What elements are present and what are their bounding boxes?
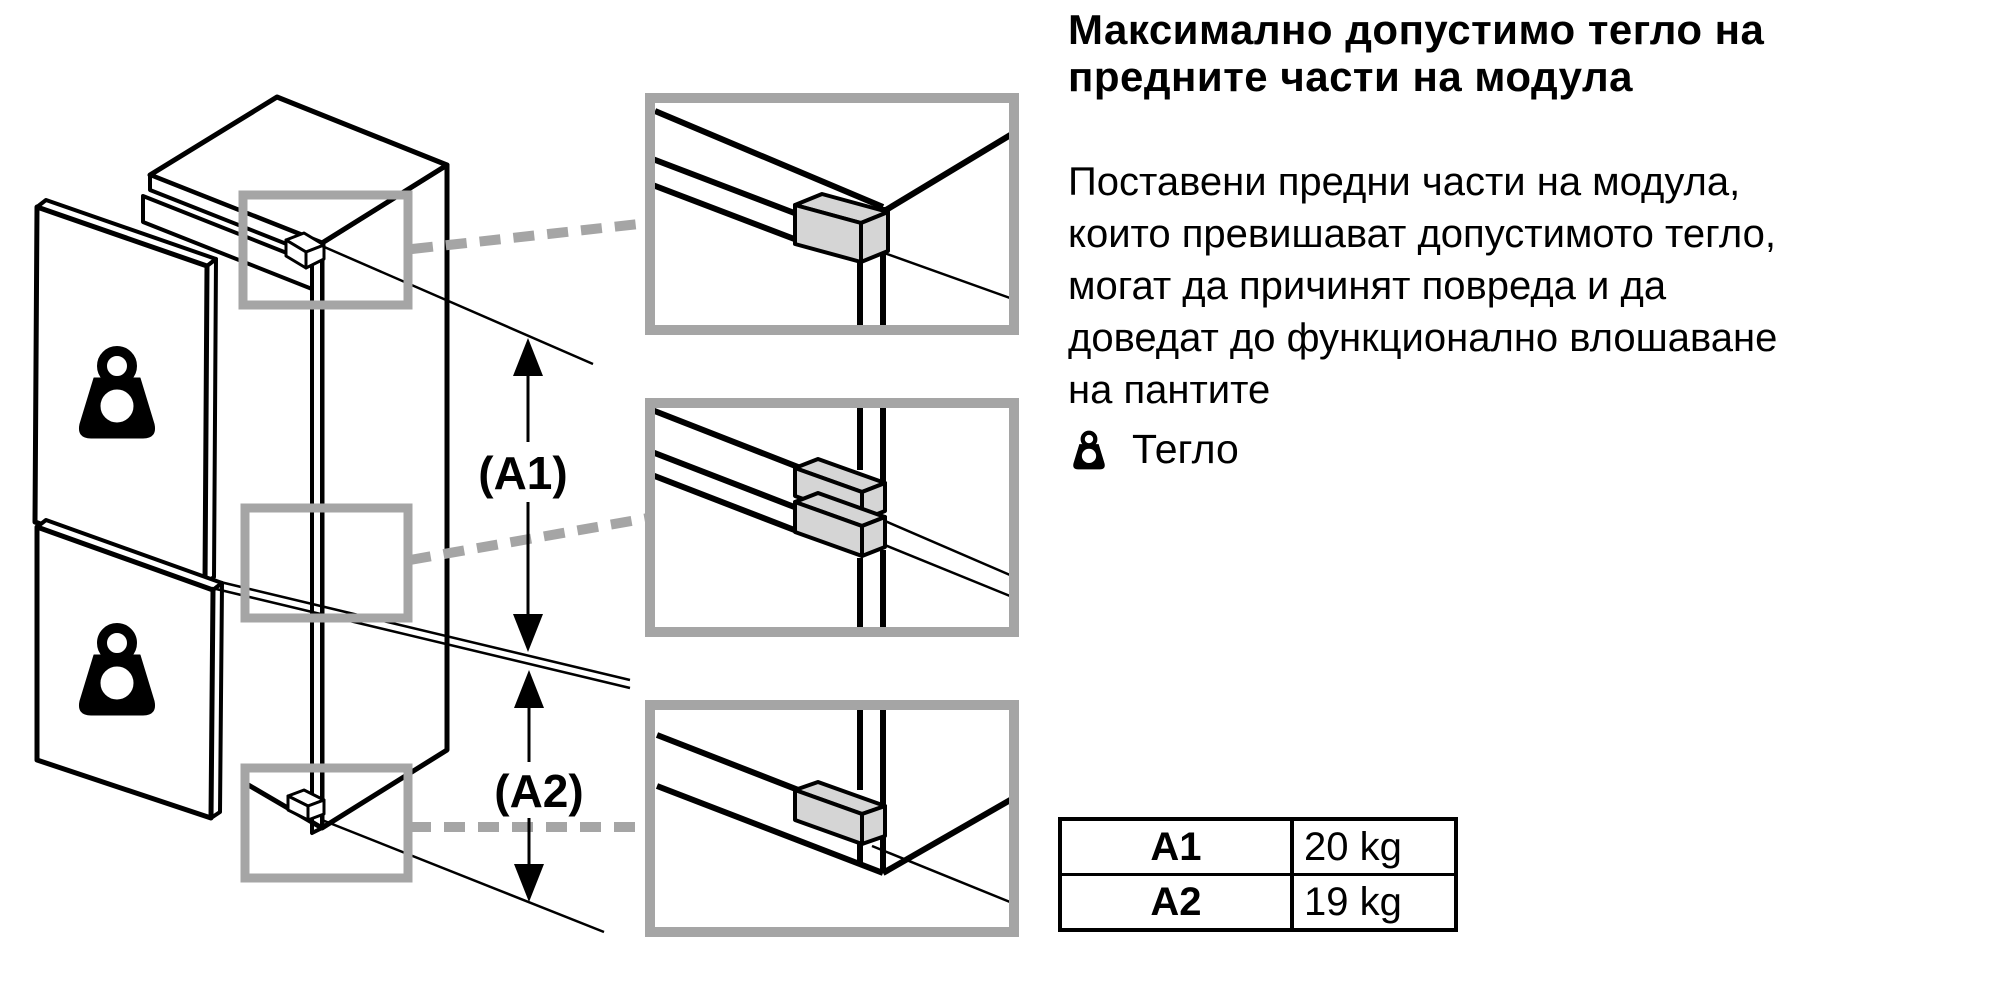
callout-frame-middle <box>240 503 413 623</box>
callout-frames <box>238 190 413 883</box>
upper-door-panel <box>32 198 218 586</box>
callout-frame-bottom <box>240 763 413 883</box>
page-title-line: Максимално допустимо тегло на <box>1068 6 1765 53</box>
detail-view-top-hinge <box>645 93 1019 335</box>
body-line: могат да причинят повреда и да <box>1068 264 1667 308</box>
table-cell-key: A1 <box>1062 821 1294 873</box>
weight-table: A1 20 kg A2 19 kg <box>1058 817 1458 932</box>
table-cell-key: A2 <box>1062 876 1294 928</box>
hinge-block <box>793 192 890 264</box>
detail-view-middle-hinge <box>645 398 1019 637</box>
body-line: на пантите <box>1068 368 1271 412</box>
page-title: Максимално допустимо тегло на предните ч… <box>1068 6 1764 100</box>
dashed-connector-top <box>411 218 649 254</box>
body-line: доведат до функционално влошаване <box>1068 316 1778 360</box>
table-row: A2 19 kg <box>1062 876 1454 928</box>
lower-door-panel <box>34 518 224 821</box>
body-paragraph: Поставени предни части на модула, които … <box>1068 156 1777 416</box>
callout-frame-top <box>238 190 413 310</box>
bottom-hinge-block <box>286 788 326 822</box>
cabinet-corner-post <box>310 256 324 835</box>
dimension-arrow-a2 <box>514 670 544 902</box>
table-cell-value: 19 kg <box>1304 879 1402 924</box>
table-cell-value: 20 kg <box>1304 824 1402 869</box>
dimension-label-a1: (A1) <box>458 446 588 500</box>
detail-view-bottom-hinge <box>645 700 1019 937</box>
table-row: A1 20 kg <box>1062 821 1454 876</box>
top-hinge-block <box>284 231 326 270</box>
hinge-block <box>793 780 887 846</box>
dimension-arrow-a1 <box>513 338 543 652</box>
body-line: Поставени предни части на модула, <box>1068 160 1741 204</box>
page-title-line: предните части на модула <box>1068 53 1634 100</box>
projection-lines <box>211 244 631 934</box>
weight-legend-label: Тегло <box>1132 426 1239 472</box>
body-line: които превишават допустимото тегло, <box>1068 212 1776 256</box>
weight-legend: Тегло <box>1070 426 1239 473</box>
weight-icon <box>1070 429 1108 471</box>
dimension-label-a2: (A2) <box>474 764 604 818</box>
hinge-blocks <box>793 457 887 558</box>
